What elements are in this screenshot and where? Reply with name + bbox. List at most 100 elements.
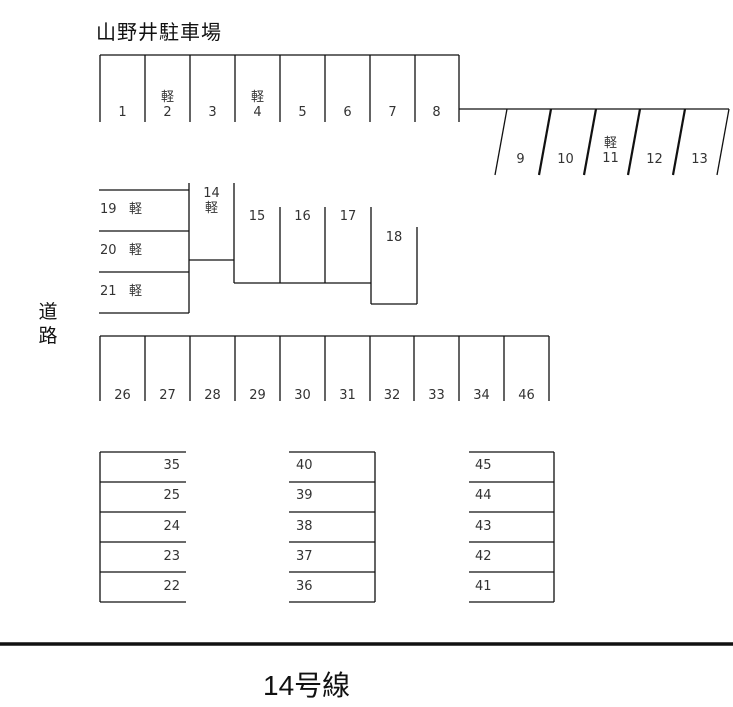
parking-slot-6[interactable]: 6 <box>325 105 370 120</box>
parking-slot-43[interactable]: 43 <box>475 519 492 534</box>
slot-number: 5 <box>298 105 307 120</box>
street-label: 14号線 <box>263 670 351 701</box>
parking-slot-17[interactable]: 17 <box>325 209 371 224</box>
slot-number: 21 <box>100 284 117 299</box>
kei-mark: 軽 <box>128 202 142 217</box>
slot-number: 30 <box>294 388 311 403</box>
parking-slot-7[interactable]: 7 <box>370 105 415 120</box>
slot-number: 34 <box>473 388 490 403</box>
slot-number: 44 <box>475 488 492 503</box>
parking-slot-8[interactable]: 8 <box>414 105 459 120</box>
parking-slot-26[interactable]: 26 <box>100 388 145 403</box>
parking-slot-37[interactable]: 37 <box>296 549 313 564</box>
slot-number: 32 <box>383 388 401 403</box>
slot-number: 28 <box>204 388 221 403</box>
parking-slot-32[interactable]: 32 <box>370 388 414 403</box>
slot-number: 2 <box>163 105 172 120</box>
parking-slot-12[interactable]: 12 <box>632 152 677 167</box>
slot-number: 35 <box>163 458 180 473</box>
parking-slot-27[interactable]: 27 <box>145 388 190 403</box>
parking-slot-29[interactable]: 29 <box>235 388 280 403</box>
parking-slot-5[interactable]: 5 <box>280 105 325 120</box>
parking-slot-9[interactable]: 9 <box>498 152 543 167</box>
slot-number: 37 <box>296 549 313 564</box>
parking-slot-45[interactable]: 45 <box>475 458 492 473</box>
parking-slot-21[interactable]: 21 軽 <box>100 284 142 299</box>
parking-slot-18[interactable]: 18 <box>371 230 417 245</box>
slot-number: 24 <box>163 519 180 534</box>
slot-number: 18 <box>385 230 403 245</box>
parking-slot-35[interactable]: 35 <box>140 458 180 473</box>
parking-slot-3[interactable]: 3 <box>190 105 235 120</box>
slot-number: 1 <box>118 105 127 120</box>
parking-slot-31[interactable]: 31 <box>325 388 370 403</box>
road-label: 道路 <box>38 301 58 347</box>
parking-slot-34[interactable]: 34 <box>459 388 504 403</box>
slot-number: 6 <box>343 105 352 120</box>
slot-number: 7 <box>388 105 397 120</box>
slot-number: 42 <box>475 549 492 564</box>
parking-slot-38[interactable]: 38 <box>296 519 313 534</box>
parking-slot-24[interactable]: 24 <box>140 519 180 534</box>
slot-number: 29 <box>249 388 266 403</box>
parking-slot-39[interactable]: 39 <box>296 488 313 503</box>
slot-number: 39 <box>296 488 313 503</box>
parking-slot-25[interactable]: 25 <box>140 488 180 503</box>
parking-slot-19[interactable]: 19 軽 <box>100 202 142 217</box>
slot-number: 45 <box>475 458 492 473</box>
parking-slot-15[interactable]: 15 <box>234 209 280 224</box>
slot-number: 17 <box>339 209 357 224</box>
parking-slot-30[interactable]: 30 <box>280 388 325 403</box>
slot-number: 38 <box>296 519 313 534</box>
slot-number: 20 <box>100 243 117 258</box>
slot-number: 8 <box>432 105 441 120</box>
parking-slot-16[interactable]: 16 <box>280 209 325 224</box>
slot-number: 46 <box>518 388 535 403</box>
parking-slot-1[interactable]: 1 <box>100 105 145 120</box>
parking-slot-46[interactable]: 46 <box>504 388 549 403</box>
slot-number: 14 <box>203 186 220 201</box>
slot-number: 43 <box>475 519 492 534</box>
slot-number: 4 <box>253 105 262 120</box>
parking-slot-44[interactable]: 44 <box>475 488 492 503</box>
slot-number: 41 <box>475 579 492 594</box>
slot-number: 40 <box>296 458 313 473</box>
slot-number: 33 <box>428 388 445 403</box>
kei-mark: 軽 <box>160 90 174 105</box>
slot-number: 27 <box>159 388 176 403</box>
kei-mark: 軽 <box>204 201 218 216</box>
slot-number: 16 <box>294 209 311 224</box>
parking-slot-13[interactable]: 13 <box>677 152 722 167</box>
parking-slot-40[interactable]: 40 <box>296 458 313 473</box>
slot-number: 13 <box>691 152 708 167</box>
parking-slot-41[interactable]: 41 <box>475 579 492 594</box>
slot-number: 10 <box>557 152 574 167</box>
slot-number: 25 <box>163 488 180 503</box>
slot-number: 26 <box>114 388 131 403</box>
slot-number: 3 <box>208 105 217 120</box>
slot-number: 12 <box>646 152 663 167</box>
parking-slot-22[interactable]: 22 <box>140 579 180 594</box>
slot-number: 9 <box>516 152 525 167</box>
slot-number: 19 <box>100 202 117 217</box>
parking-slot-42[interactable]: 42 <box>475 549 492 564</box>
parking-slot-23[interactable]: 23 <box>140 549 180 564</box>
parking-slot-28[interactable]: 28 <box>190 388 235 403</box>
kei-mark: 軽 <box>603 136 617 151</box>
parking-slot-33[interactable]: 33 <box>414 388 459 403</box>
parking-slot-36[interactable]: 36 <box>296 579 313 594</box>
parking-slot-20[interactable]: 20 軽 <box>100 243 142 258</box>
slot-number: 36 <box>296 579 313 594</box>
slot-number: 11 <box>602 151 619 166</box>
kei-mark: 軽 <box>128 243 142 258</box>
slot-number: 23 <box>163 549 180 564</box>
slot-number: 31 <box>339 388 356 403</box>
parking-slot-10[interactable]: 10 <box>543 152 588 167</box>
slot-number: 22 <box>163 579 180 594</box>
kei-mark: 軽 <box>250 90 264 105</box>
